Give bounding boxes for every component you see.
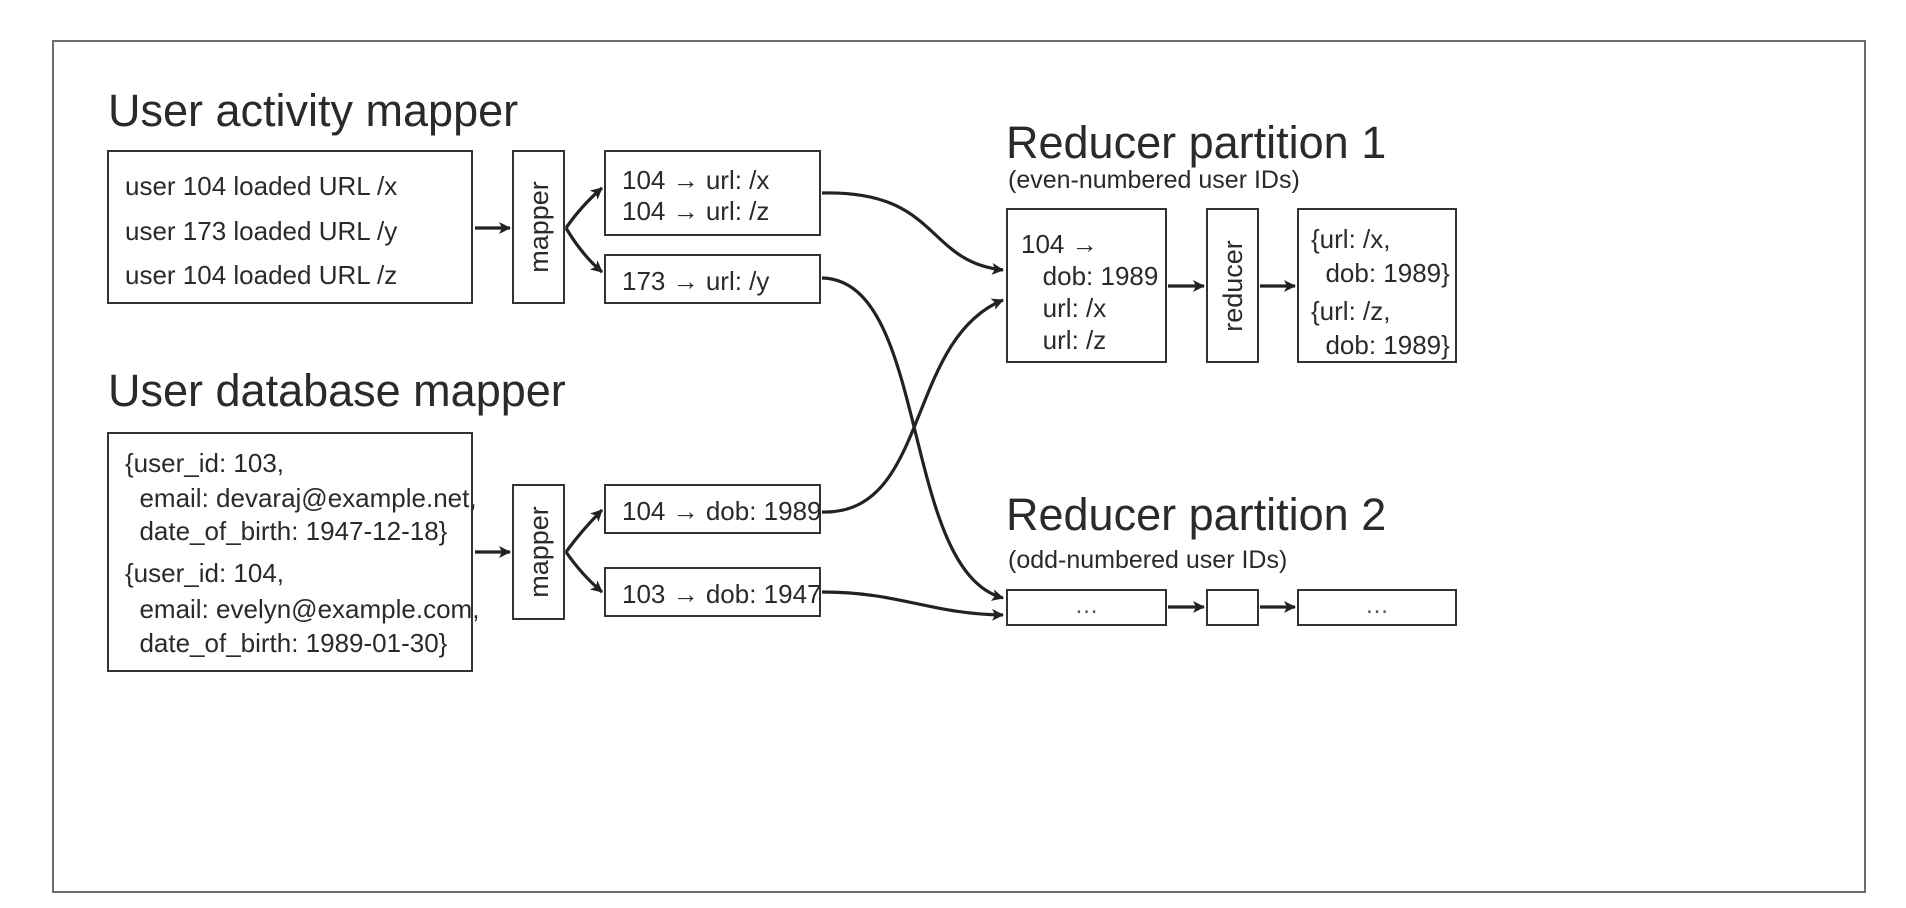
ellipsis: … <box>1074 591 1099 619</box>
grouped-value-line: url: /x <box>1021 293 1107 323</box>
reducer-partition-1-subheading: (even-numbered user IDs) <box>1008 166 1300 194</box>
database-input-box: {user_id: 103, email: devaraj@example.ne… <box>107 432 479 672</box>
key-value-pair: 104 → dob: 1989 <box>622 496 822 526</box>
database-record-line: email: devaraj@example.net, <box>125 483 477 513</box>
reducer2-box <box>1206 589 1259 626</box>
key-value-pair: 103 → dob: 1947 <box>622 579 822 609</box>
joined-record-line: dob: 1989} <box>1311 258 1450 288</box>
key-value-pair: 104 → url: /x <box>622 165 770 195</box>
mapper-label: mapper <box>523 181 554 273</box>
database-record-line: {user_id: 103, <box>125 448 285 478</box>
joined-record-line: {url: /x, <box>1311 224 1391 254</box>
reducer-label: reducer <box>1217 239 1248 332</box>
activity-input-box: user 104 loaded URL /x user 173 loaded U… <box>107 150 473 304</box>
key-value-pair: 104 → url: /z <box>622 196 770 226</box>
reducer-partition-2-heading: Reducer partition 2 <box>1006 489 1387 540</box>
reducer-partition-1-heading: Reducer partition 1 <box>1006 117 1387 168</box>
user-database-mapper-heading: User database mapper <box>108 365 566 416</box>
reducer1-box: reducer <box>1206 208 1259 363</box>
joined-record-line: {url: /z, <box>1311 296 1391 326</box>
database-record-line: email: evelyn@example.com, <box>125 594 480 624</box>
grouped-value-line: url: /z <box>1021 325 1107 355</box>
database-output-even-box: 104 → dob: 1989 <box>604 484 822 534</box>
database-record-line: date_of_birth: 1947-12-18} <box>125 516 448 546</box>
reducer1-output-box: {url: /x, dob: 1989} {url: /z, dob: 1989… <box>1297 208 1457 363</box>
reducer1-input-box: 104 → dob: 1989 url: /x url: /z <box>1006 208 1167 363</box>
reducer-partition-2-subheading: (odd-numbered user IDs) <box>1008 546 1288 574</box>
activity-record: user 104 loaded URL /z <box>125 260 398 290</box>
activity-mapper-box: mapper <box>512 150 565 304</box>
activity-record: user 104 loaded URL /x <box>125 171 398 201</box>
user-activity-mapper-heading: User activity mapper <box>108 85 519 136</box>
activity-output-even-box: 104 → url: /x 104 → url: /z <box>604 150 821 236</box>
joined-record-line: dob: 1989} <box>1311 330 1450 360</box>
ellipsis: … <box>1365 591 1389 619</box>
mapper-label: mapper <box>523 506 554 598</box>
reducer2-input-box: … <box>1006 589 1167 626</box>
grouped-value-line: dob: 1989 <box>1021 261 1159 291</box>
database-mapper-box: mapper <box>512 484 565 620</box>
activity-record: user 173 loaded URL /y <box>125 216 398 246</box>
grouped-value-line: 104 → <box>1021 229 1098 259</box>
database-record-line: date_of_birth: 1989-01-30} <box>125 628 448 658</box>
database-output-odd-box: 103 → dob: 1947 <box>604 567 822 617</box>
activity-output-odd-box: 173 → url: /y <box>604 254 821 304</box>
database-record-line: {user_id: 104, <box>125 558 285 588</box>
reducer2-output-box: … <box>1297 589 1457 626</box>
key-value-pair: 173 → url: /y <box>622 266 770 296</box>
